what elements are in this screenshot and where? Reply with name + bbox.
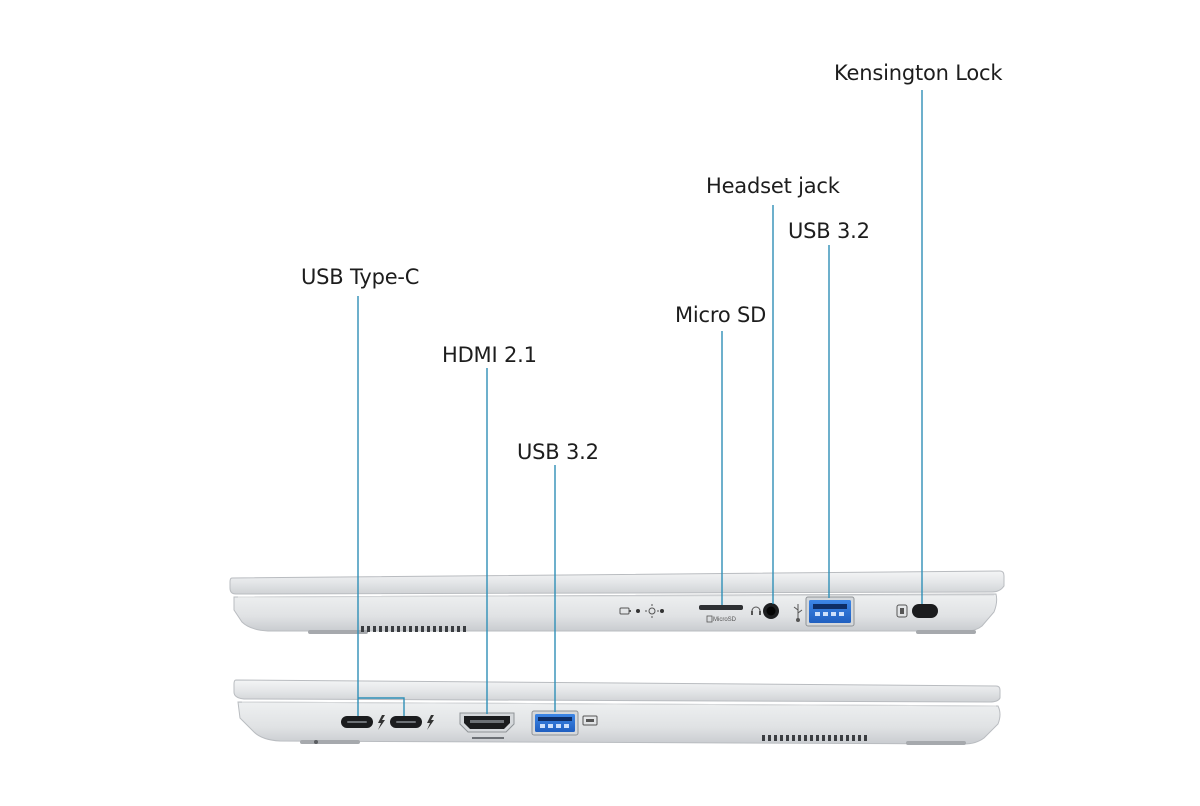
usb-icon [793, 604, 803, 622]
leader-usb-type-c-branch [358, 697, 405, 716]
label-micro-sd: Micro SD [675, 303, 767, 327]
usb-a-port-right [805, 596, 855, 627]
headset-jack [751, 603, 779, 619]
label-headset-jack: Headset jack [706, 174, 840, 198]
label-usb-type-c: USB Type-C [301, 265, 420, 289]
right-side-view [229, 570, 1005, 634]
label-usb-3-2-right: USB 3.2 [788, 219, 870, 243]
vent-grille-right [361, 626, 466, 632]
microsd-slot [699, 605, 743, 623]
usb-c-port-2 [390, 715, 434, 730]
vent-grille-left [762, 735, 867, 741]
kensington-lock-slot [896, 604, 938, 618]
label-kensington-lock: Kensington Lock [834, 61, 1003, 85]
label-hdmi-2-1: HDMI 2.1 [442, 343, 537, 367]
hdmi-port [459, 712, 515, 739]
label-usb-3-2-left: USB 3.2 [517, 440, 599, 464]
leader-lines [357, 90, 923, 716]
left-side-view [233, 679, 1001, 745]
usb-c-port-1 [341, 715, 385, 730]
status-leds [619, 604, 664, 618]
microsd-label: MicroSD [713, 617, 737, 623]
